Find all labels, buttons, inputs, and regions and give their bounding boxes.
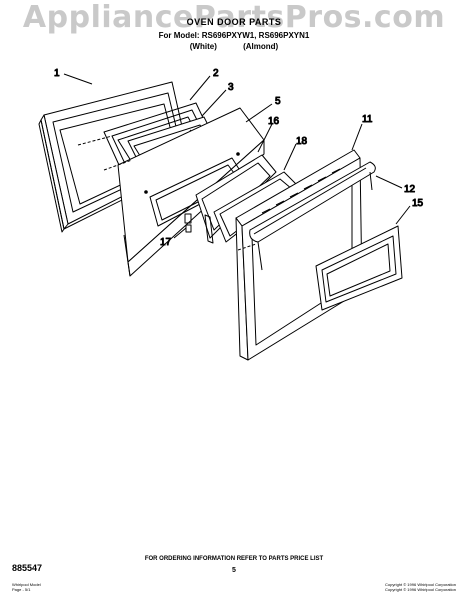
fine-print-right: Copyright © 1996 Whirlpool Corporation C… — [385, 582, 456, 592]
page-number: 5 — [232, 567, 236, 574]
model-line: For Model: RS696PXYW1, RS696PXYN1 — [158, 31, 310, 40]
callout-11: 11 — [362, 114, 373, 125]
leader-lines — [63, 73, 411, 239]
fine-print-left: Whirlpool Model Page - 5/1 — [12, 582, 41, 592]
part-15-door-gasket — [315, 225, 403, 311]
fine-right-line-2: Copyright © 1996 Whirlpool Corporation — [385, 587, 456, 592]
watermark-logo: AppliancePartsPros.com — [22, 0, 446, 35]
vent-slots — [261, 168, 341, 214]
color-white: (White) — [189, 42, 217, 51]
callout-18: 18 — [296, 136, 308, 147]
ordering-info: FOR ORDERING INFORMATION REFER TO PARTS … — [144, 556, 324, 562]
color-variants: (White) (Almond) — [0, 42, 468, 52]
callout-1: 1 — [54, 68, 60, 79]
callout-2: 2 — [213, 68, 219, 79]
color-almond: (Almond) — [243, 42, 279, 51]
document-part-number: 885547 — [12, 563, 43, 573]
callout-17: 17 — [160, 237, 172, 248]
fine-left-line-2: Page - 5/1 — [12, 587, 31, 592]
callout-15: 15 — [412, 198, 424, 209]
part-12-door-handle — [249, 161, 376, 271]
callout-16: 16 — [268, 116, 280, 127]
callout-3: 3 — [228, 82, 234, 93]
page-title: OVEN DOOR PARTS — [186, 17, 282, 27]
fine-right-line-1: Copyright © 1996 Whirlpool Corporation — [385, 582, 456, 587]
fine-left-line-1: Whirlpool Model — [12, 582, 41, 587]
alignment-lines — [77, 135, 257, 251]
callout-5: 5 — [275, 96, 281, 107]
callout-12: 12 — [404, 184, 416, 195]
